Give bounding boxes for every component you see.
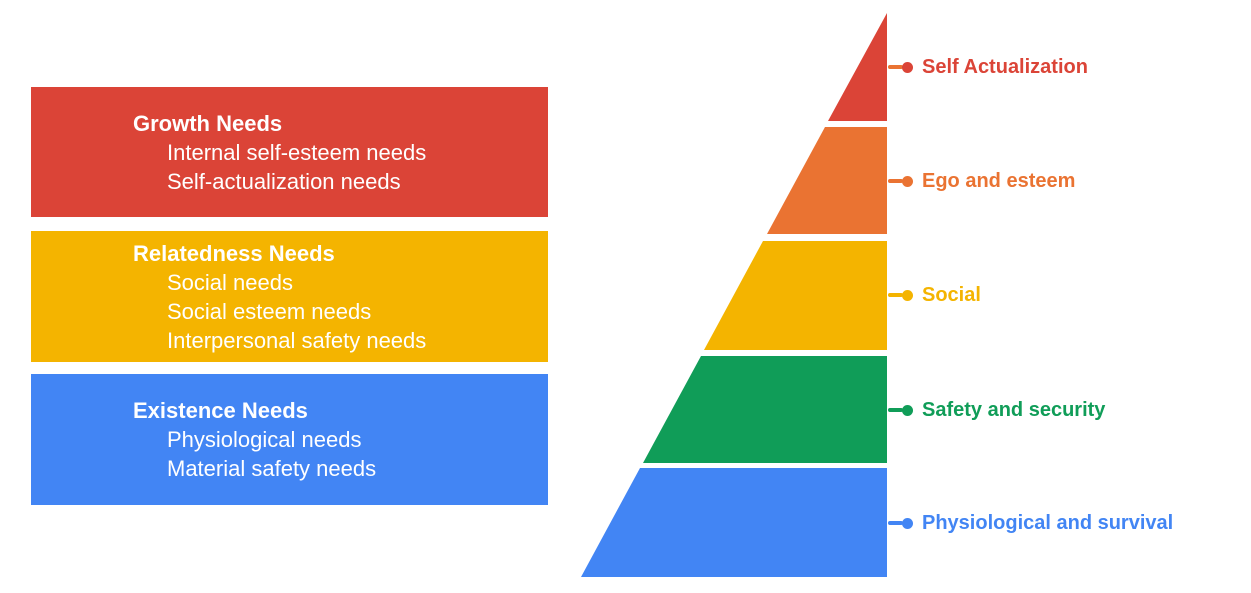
list-item: Self-actualization needs <box>167 168 401 194</box>
list-item: Material safety needs <box>167 456 377 481</box>
level-label: Safety and security <box>922 398 1106 421</box>
connector-line <box>888 65 903 69</box>
pyramid-segment-ego-and-esteem <box>767 127 887 234</box>
list-item: Interpersonal safety needs <box>167 327 427 353</box>
growth-needs-title: Growth Needs <box>133 110 283 136</box>
level-callout-physiological-and-survival: Physiological and survival <box>888 508 1173 538</box>
connector-dot-icon <box>902 404 913 416</box>
pyramid-segment-safety-and-security <box>643 356 887 463</box>
connector-dot-icon <box>902 289 913 301</box>
connector-dot-icon <box>902 517 913 529</box>
connector-line <box>888 179 903 183</box>
level-label: Social <box>922 283 981 306</box>
existence-needs-title: Existence Needs <box>133 398 308 423</box>
pyramid-segment-self-actualization <box>828 13 887 121</box>
level-label: Ego and esteem <box>922 169 1076 192</box>
pyramid-segment-physiological-and-survival <box>581 468 887 577</box>
relatedness-needs-list: Social needs Social esteem needs Interpe… <box>31 268 548 355</box>
level-callout-social: Social <box>888 280 981 310</box>
existence-needs-list: Physiological needs Material safety need… <box>31 425 548 483</box>
list-item: Internal self-esteem needs <box>167 139 427 165</box>
growth-needs-block: Growth Needs Internal self-esteem needs … <box>31 87 548 217</box>
growth-needs-list: Internal self-esteem needs Self-actualiz… <box>31 138 548 196</box>
level-label: Physiological and survival <box>922 511 1174 534</box>
level-callout-self-actualization: Self Actualization <box>888 52 1088 82</box>
level-label: Self Actualization <box>922 55 1088 78</box>
list-item: Social needs <box>167 269 293 295</box>
pyramid-segment-social <box>704 241 887 350</box>
connector-line <box>888 521 903 525</box>
list-item: Physiological needs <box>167 427 362 452</box>
connector-dot-icon <box>902 61 913 73</box>
connector-dot-icon <box>902 175 913 187</box>
connector-line <box>888 408 903 412</box>
relatedness-needs-title: Relatedness Needs <box>133 240 335 266</box>
level-callout-safety-and-security: Safety and security <box>888 395 1105 425</box>
connector-line <box>888 293 903 297</box>
level-callout-ego-and-esteem: Ego and esteem <box>888 166 1075 196</box>
relatedness-needs-block: Relatedness Needs Social needs Social es… <box>31 231 548 362</box>
list-item: Social esteem needs <box>167 298 372 324</box>
existence-needs-block: Existence Needs Physiological needs Mate… <box>31 374 548 505</box>
